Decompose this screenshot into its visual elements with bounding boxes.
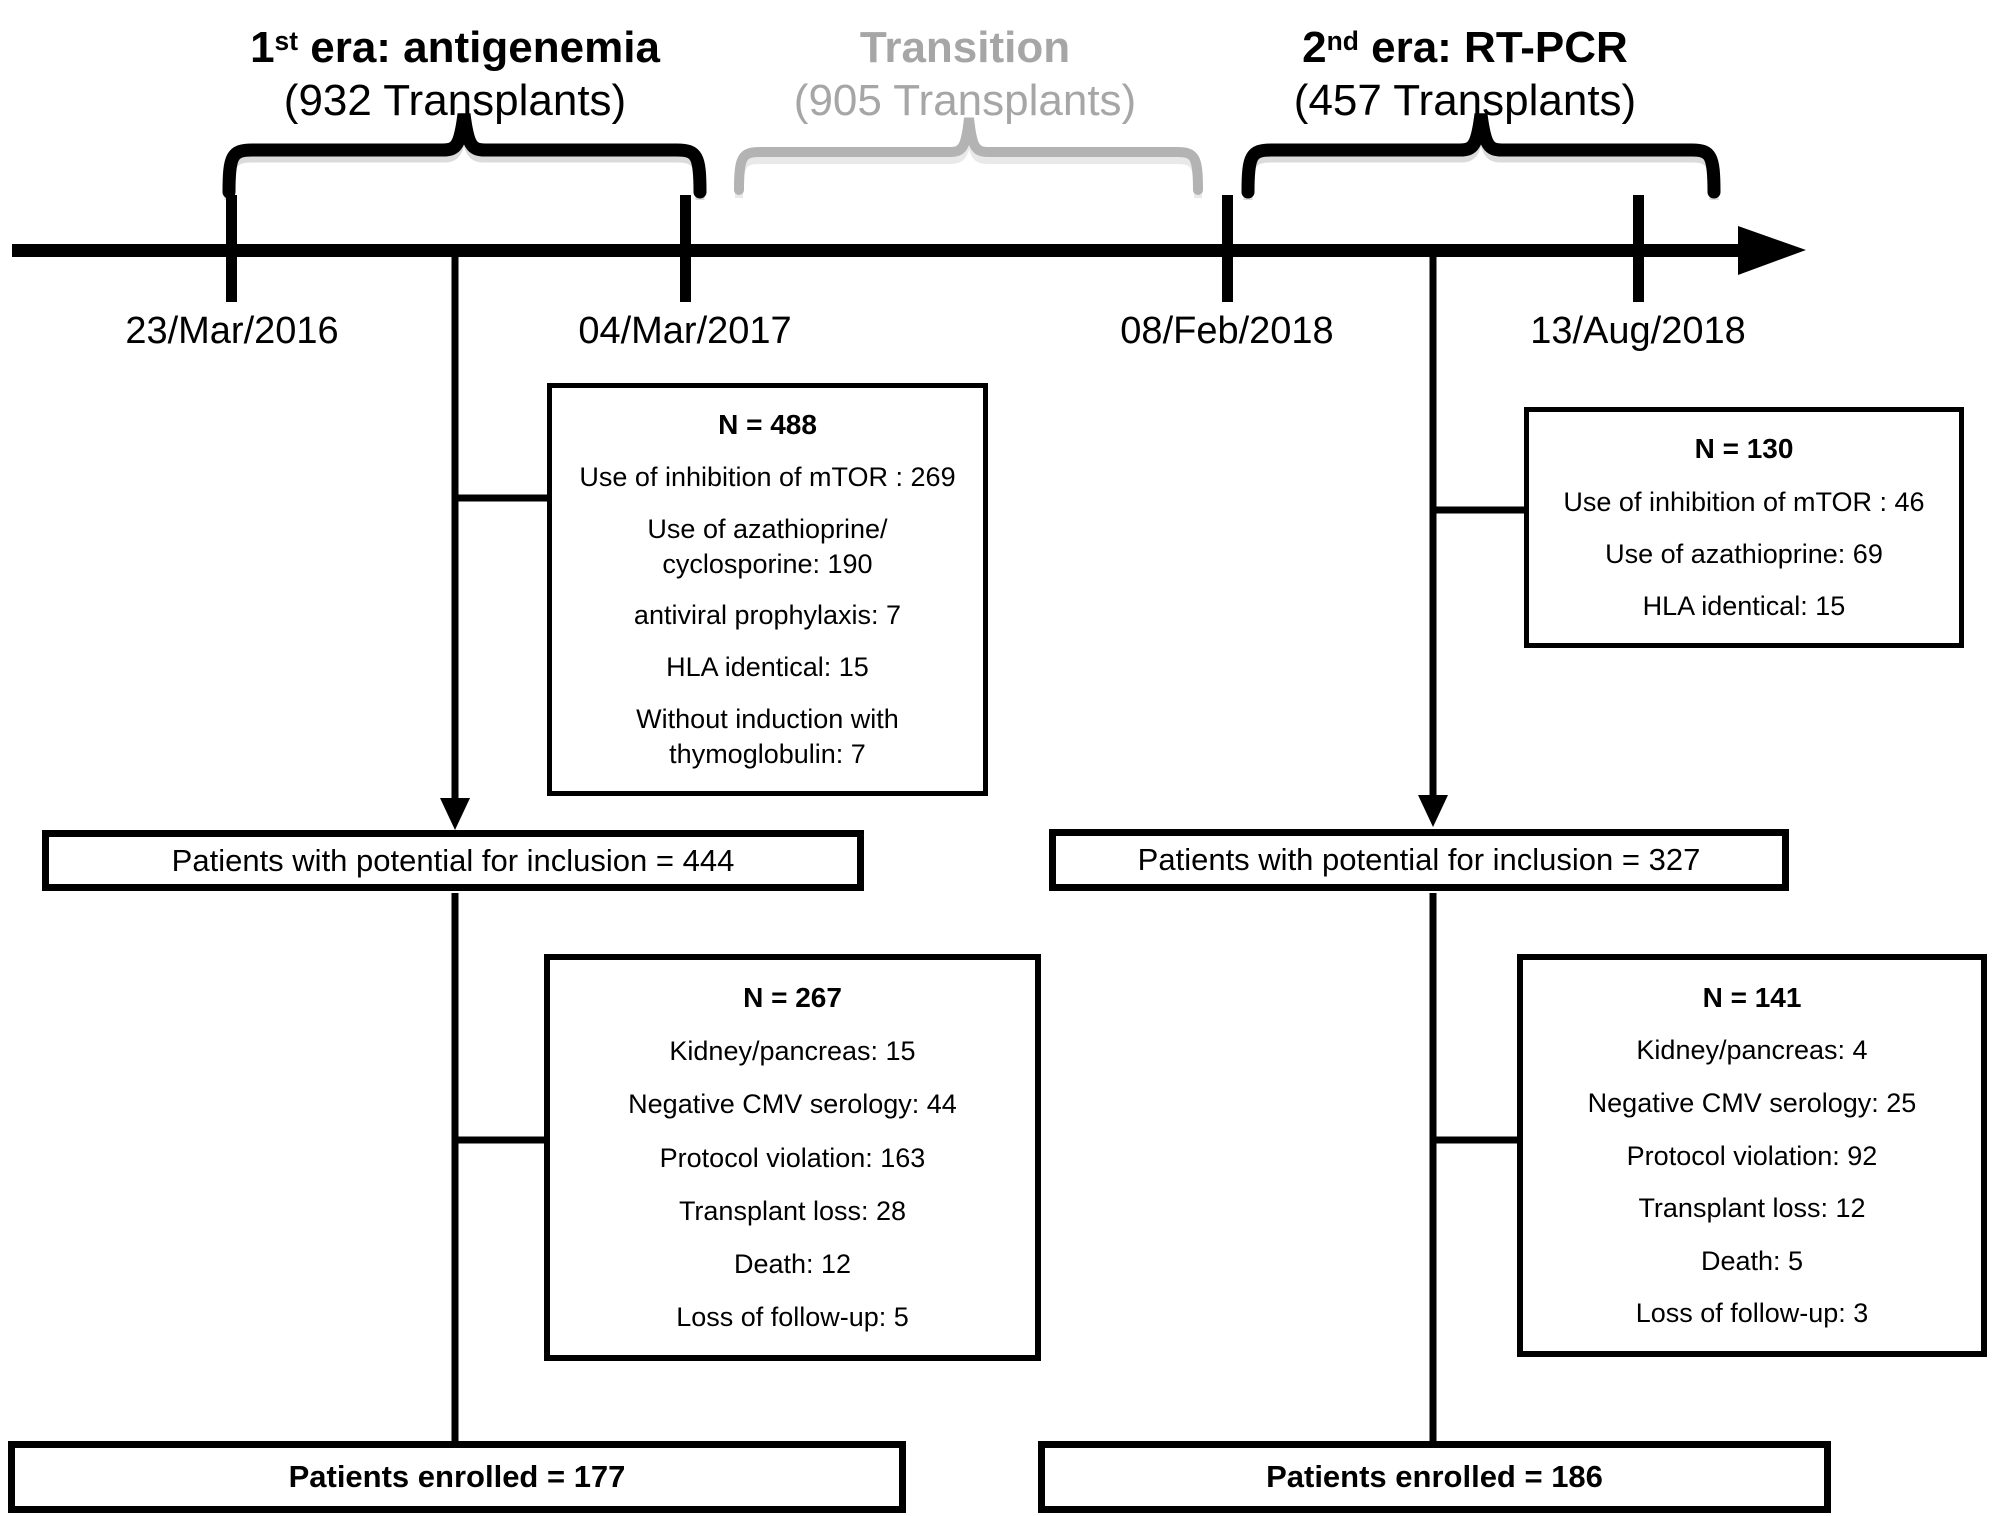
timeline-axis bbox=[12, 244, 1742, 257]
era-1-heading: 1st era: antigenemia (932 Transplants) bbox=[145, 24, 765, 124]
inclusion-label: Patients with potential for inclusion = … bbox=[1137, 842, 1701, 877]
era2-bracket bbox=[1241, 113, 1721, 199]
era-1-subtitle: (932 Transplants) bbox=[283, 76, 627, 125]
transition-title: Transition bbox=[859, 23, 1071, 72]
box-title: N = 267 bbox=[743, 982, 842, 1013]
date-label-3: 08/Feb/2018 bbox=[1120, 310, 1334, 352]
date-label-4: 13/Aug/2018 bbox=[1530, 310, 1746, 352]
transition-bracket bbox=[734, 117, 1203, 195]
era-2-subtitle: (457 Transplants) bbox=[1293, 76, 1637, 125]
exclusion-item: Death: 12 bbox=[733, 1248, 852, 1279]
exclusion-box-130: N = 130 Use of inhibition of mTOR : 46 U… bbox=[1524, 407, 1964, 648]
exclusion-item: Death: 5 bbox=[1700, 1245, 1804, 1276]
exclusion-item: Protocol violation: 163 bbox=[659, 1142, 926, 1173]
tick-08feb2018 bbox=[1222, 195, 1233, 302]
left-branch-arrowhead bbox=[440, 798, 470, 830]
exclusion-item: HLA identical: 15 bbox=[666, 652, 869, 683]
box-title: N = 141 bbox=[1702, 981, 1802, 1013]
era1-bracket bbox=[222, 113, 707, 199]
box-title: N = 130 bbox=[1694, 433, 1794, 465]
tick-23mar2016 bbox=[226, 195, 237, 302]
exclusion-item: antiviral prophylaxis: 7 bbox=[633, 600, 902, 631]
exclusion-item: Transplant loss: 12 bbox=[1638, 1193, 1866, 1224]
inclusion-box-444: Patients with potential for inclusion = … bbox=[42, 830, 864, 891]
exclusion-item: Negative CMV serology: 44 bbox=[628, 1089, 957, 1120]
inclusion-label: Patients with potential for inclusion = … bbox=[171, 842, 735, 878]
exclusion-item: Use of inhibition of mTOR : 269 bbox=[579, 461, 956, 492]
exclusion-item: HLA identical: 15 bbox=[1642, 590, 1846, 621]
exclusion-item: Use of inhibition of mTOR : 46 bbox=[1563, 486, 1925, 517]
era-1-title: 1st era: antigenemia bbox=[250, 23, 660, 72]
exclusion-box-488: N = 488 Use of inhibition of mTOR : 269 … bbox=[547, 383, 988, 796]
exclusion-item: Without induction with thymoglobulin: 7 bbox=[636, 704, 899, 770]
exclusion-item: Loss of follow-up: 3 bbox=[1635, 1298, 1869, 1329]
exclusion-item: Use of azathioprine: 69 bbox=[1605, 538, 1883, 569]
timeline-arrowhead bbox=[1738, 226, 1806, 275]
era-2-heading: 2nd era: RT-PCR (457 Transplants) bbox=[1155, 24, 1775, 124]
exclusion-item: Loss of follow-up: 5 bbox=[676, 1301, 909, 1332]
exclusion-item: Kidney/pancreas: 4 bbox=[1636, 1035, 1868, 1066]
box-title: N = 488 bbox=[718, 408, 817, 440]
enrolled-label: Patients enrolled = 186 bbox=[1266, 1459, 1603, 1494]
exclusion-box-267: N = 267 Kidney/pancreas: 15 Negative CMV… bbox=[544, 954, 1041, 1361]
tick-13aug2018 bbox=[1633, 195, 1644, 302]
date-label-1: 23/Mar/2016 bbox=[125, 310, 339, 352]
exclusion-item: Transplant loss: 28 bbox=[678, 1195, 907, 1226]
exclusion-box-141: N = 141 Kidney/pancreas: 4 Negative CMV … bbox=[1517, 954, 1987, 1357]
transition-heading: Transition (905 Transplants) bbox=[655, 24, 1275, 124]
tick-04mar2017 bbox=[680, 195, 691, 302]
exclusion-item: Use of azathioprine/ cyclosporine: 190 bbox=[647, 513, 888, 579]
inclusion-box-327: Patients with potential for inclusion = … bbox=[1049, 829, 1789, 891]
era-2-title: 2nd era: RT-PCR bbox=[1302, 23, 1628, 72]
enrolled-box-177: Patients enrolled = 177 bbox=[8, 1441, 906, 1513]
enrolled-label: Patients enrolled = 177 bbox=[288, 1459, 626, 1494]
exclusion-item: Negative CMV serology: 25 bbox=[1587, 1087, 1917, 1118]
transition-subtitle: (905 Transplants) bbox=[793, 76, 1137, 125]
enrolled-box-186: Patients enrolled = 186 bbox=[1038, 1441, 1831, 1513]
right-branch-arrowhead bbox=[1418, 795, 1448, 827]
exclusion-item: Kidney/pancreas: 15 bbox=[669, 1036, 916, 1067]
date-label-2: 04/Mar/2017 bbox=[578, 310, 792, 352]
exclusion-item: Protocol violation: 92 bbox=[1626, 1140, 1878, 1171]
